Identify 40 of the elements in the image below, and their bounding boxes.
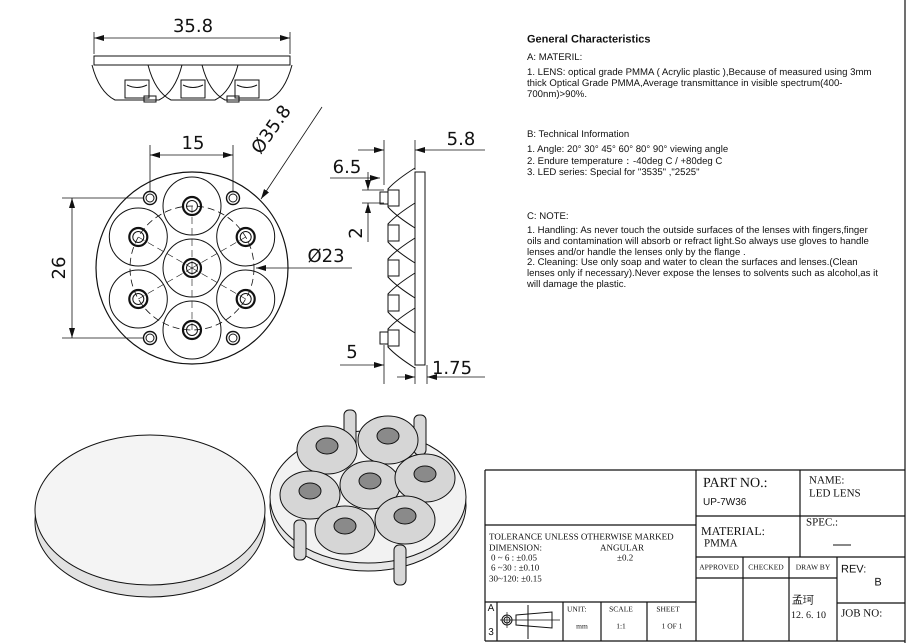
field-label: NAME: xyxy=(809,476,844,486)
dimension-text: 6.5 xyxy=(332,159,362,177)
field-label: MATERIAL: xyxy=(701,525,765,537)
section-heading: C: NOTE: xyxy=(527,212,569,222)
field-label: PART NO.: xyxy=(703,477,768,491)
part-number: UP-7W36 xyxy=(703,498,746,508)
section-heading: A: MATERIL: xyxy=(527,53,582,63)
note-text: 1. LENS: optical grade PMMA ( Acrylic plastic ),Because of measured using 3mm thick Optical Grade PMMA,Average transmittance in visible spectrum(400-700nm)>90%. xyxy=(527,67,872,100)
field-value: B xyxy=(874,578,882,588)
signature: 孟珂 xyxy=(792,596,814,606)
dimension-text: 15 xyxy=(182,135,204,153)
field-label: SPEC.: xyxy=(806,518,838,528)
sheet-size: 3 xyxy=(488,628,494,638)
tolerance-text: 0 ~ 6 : ±0.05 xyxy=(491,554,538,562)
field-value: PMMA xyxy=(704,538,738,550)
section-heading: B: Technical Information xyxy=(527,130,630,140)
dimension-text: 1.75 xyxy=(432,360,472,378)
dimension-text: 2 xyxy=(348,227,366,239)
dimension-text: 26 xyxy=(51,256,69,280)
note-text: 1. Handling: As never touch the outside surfaces of the lenses with fingers,finger oils and contamination will absorb or refract light.So always use gloves to handle lenses and/or handle the lenses only by the flange . xyxy=(527,225,870,258)
tolerance-text: 6 ~30 : ±0.10 xyxy=(491,564,540,572)
dimension-text: Ø23 xyxy=(307,248,345,266)
tolerance-text: TOLERANCE UNLESS OTHERWISE MARKED xyxy=(489,532,674,542)
date-text: 12. 6. 10 xyxy=(791,611,826,621)
note-text: 2. Cleaning: Use only soap and water to clean the surfaces and lenses.(Clean lenses only if necessary).Never expose the lenses to solvents such as alcohol,as it will damage the plastic. xyxy=(527,257,879,290)
tolerance-text: DIMENSION: xyxy=(489,544,542,552)
sheet-size: A xyxy=(488,604,494,614)
field-label: JOB NO: xyxy=(841,608,882,620)
field-value: LED LENS xyxy=(809,488,861,500)
note-text: 2. Endure temperature：-40deg C / +80deg C xyxy=(527,157,722,167)
field-label: REV: xyxy=(841,564,866,576)
tolerance-text: ±0.2 xyxy=(617,554,634,562)
note-text: 1. Angle: 20° 30° 45° 60° 80° 90° viewing angle xyxy=(527,145,728,155)
note-text: 3. LED series: Special for "3535" ,"2525" xyxy=(527,168,700,178)
dimension-text: 35.8 xyxy=(172,18,214,36)
dimension-text: 5.8 xyxy=(446,131,476,149)
tolerance-text: ANGULAR xyxy=(600,544,644,552)
dimension-text: 5 xyxy=(346,344,358,362)
heading: General Characteristics xyxy=(527,34,651,46)
tolerance-text: 30~120: ±0.15 xyxy=(489,574,542,584)
